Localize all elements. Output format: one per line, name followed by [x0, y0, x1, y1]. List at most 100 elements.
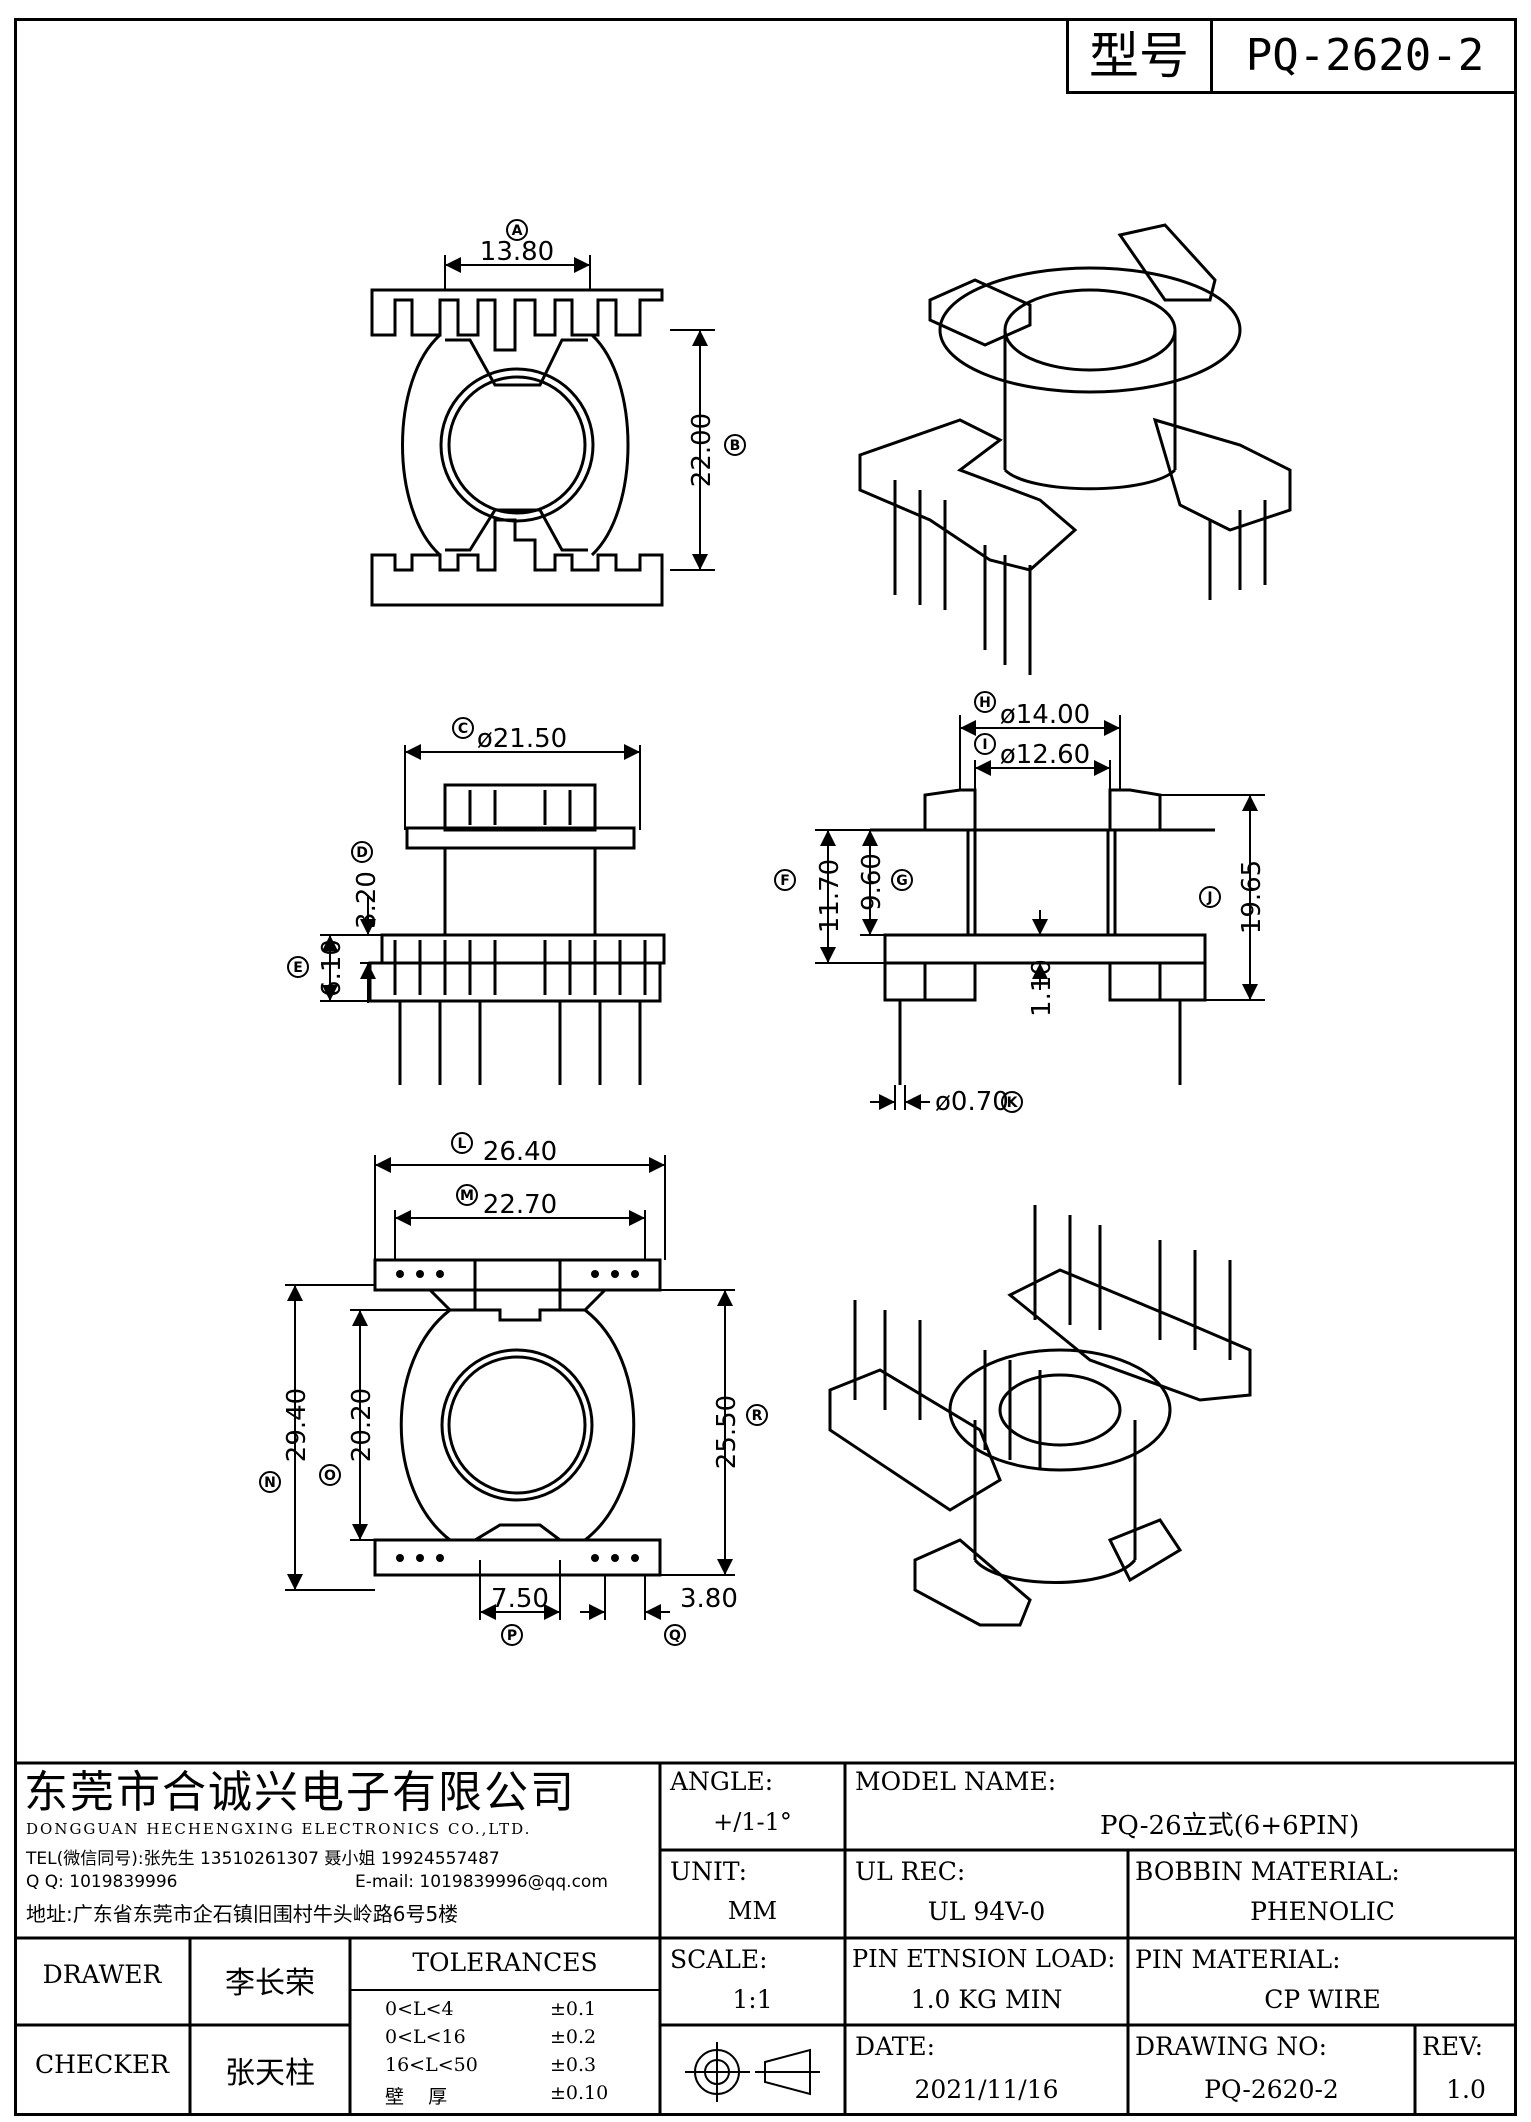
svg-text:I: I — [982, 737, 987, 753]
marker-p: P — [501, 1624, 523, 1646]
tol-value-3: ±0.3 — [550, 2054, 597, 2076]
marker-n: N — [259, 1471, 281, 1493]
company-tel: TEL(微信同号):张先生 13510261307 聂小姐 1992455748… — [26, 1849, 500, 1869]
tol-range-4: 壁 厚 — [385, 2086, 448, 2108]
model-value: PQ-26立式(6+6PIN) — [1100, 1811, 1360, 1841]
company-qq: Q Q: 1019839996 — [26, 1872, 178, 1892]
svg-text:D: D — [356, 845, 368, 861]
dim-q-text: 3.80 — [680, 1584, 738, 1614]
dim-a-text: 13.80 — [480, 237, 554, 267]
angle-label: ANGLE: — [670, 1767, 774, 1796]
svg-text:F: F — [780, 873, 790, 889]
marker-c: C — [452, 717, 474, 739]
unit-label: UNIT: — [670, 1857, 748, 1886]
technical-drawing: 13.80 22.00 ø21.50 3.20 6.10 ø14.00 ø12.… — [259, 219, 1292, 1646]
marker-h: H — [974, 691, 996, 713]
dim-s-text: 1.10 — [1027, 959, 1057, 1017]
svg-text:M: M — [460, 1188, 474, 1204]
pin-load-label: PIN ETNSION LOAD: — [852, 1945, 1116, 1973]
marker-r: R — [746, 1404, 768, 1426]
marker-m: M — [456, 1184, 478, 1206]
tol-value-2: ±0.2 — [550, 2026, 597, 2048]
tol-range-2: 0<L<16 — [385, 2026, 466, 2048]
model-label: MODEL NAME: — [855, 1767, 1057, 1796]
bobbin-label: BOBBIN MATERIAL: — [1135, 1857, 1400, 1886]
rev-value: 1.0 — [1446, 2075, 1486, 2104]
svg-text:C: C — [458, 721, 468, 737]
rev-label: REV: — [1422, 2032, 1484, 2061]
iso-view-bottom — [828, 1205, 1252, 1627]
date-label: DATE: — [855, 2032, 936, 2061]
svg-text:P: P — [507, 1628, 517, 1644]
drawer-label: DRAWER — [42, 1960, 162, 1989]
dim-g-text: 9.60 — [857, 853, 887, 911]
title-box — [1066, 18, 1517, 94]
angle-value: +/1-1° — [713, 1808, 792, 1836]
dim-r-text: 25.50 — [712, 1395, 742, 1469]
dim-m-text: 22.70 — [483, 1190, 557, 1220]
title-label: 型号 — [1089, 27, 1189, 85]
company-email: E-mail: 1019839996@qq.com — [355, 1872, 608, 1892]
marker-k: K — [1001, 1091, 1023, 1113]
drawing-frame — [14, 18, 1517, 2116]
dim-d-text: 3.20 — [352, 871, 382, 929]
pin-load-value: 1.0 KG MIN — [910, 1985, 1063, 2014]
dim-n-text: 29.40 — [282, 1388, 312, 1462]
dim-b-text: 22.00 — [687, 413, 717, 487]
company-name-cn: 东莞市合诚兴电子有限公司 — [24, 1767, 576, 1818]
checker-name: 张天柱 — [225, 2056, 315, 2091]
dim-i-text: ø12.60 — [1000, 740, 1090, 770]
title-box-divider — [1210, 18, 1213, 94]
dim-e-text: 6.10 — [317, 939, 347, 997]
marker-l: L — [451, 1132, 473, 1154]
marker-f: F — [774, 869, 796, 891]
date-value: 2021/11/16 — [914, 2075, 1059, 2104]
tolerances-title: TOLERANCES — [412, 1948, 598, 1977]
checker-label: CHECKER — [34, 2050, 170, 2079]
marker-a: A — [506, 219, 528, 241]
dim-k-text: ø0.70 — [935, 1087, 1009, 1117]
iso-view-top — [858, 223, 1292, 675]
tol-range-3: 16<L<50 — [385, 2054, 478, 2076]
tol-value-1: ±0.1 — [550, 1998, 597, 2020]
svg-text:N: N — [264, 1475, 276, 1491]
svg-text:B: B — [730, 438, 741, 454]
dim-c-text: ø21.50 — [477, 724, 567, 754]
svg-text:R: R — [752, 1408, 763, 1424]
drawing-no-value: PQ-2620-2 — [1204, 2075, 1339, 2104]
scale-value: 1:1 — [732, 1985, 773, 2014]
dim-o-text: 20.20 — [347, 1388, 377, 1462]
top-view — [370, 288, 664, 607]
svg-text:A: A — [512, 223, 523, 239]
marker-d: D — [351, 841, 373, 863]
pin-mat-value: CP WIRE — [1264, 1985, 1381, 2014]
scale-label: SCALE: — [670, 1945, 768, 1974]
tol-value-4: ±0.10 — [550, 2082, 609, 2104]
company-address: 地址:广东省东莞市企石镇旧围村牛头岭路6号5楼 — [26, 1902, 459, 1926]
svg-text:Q: Q — [669, 1628, 681, 1644]
svg-text:O: O — [324, 1468, 336, 1484]
svg-text:L: L — [458, 1136, 467, 1152]
dim-p-text: 7.50 — [491, 1584, 549, 1614]
marker-q: Q — [664, 1624, 686, 1646]
marker-e: E — [287, 956, 309, 978]
marker-j: J — [1199, 886, 1221, 908]
marker-o: O — [319, 1464, 341, 1486]
bobbin-value: PHENOLIC — [1250, 1897, 1395, 1926]
projection-symbol — [685, 2042, 820, 2102]
drawing-no-label: DRAWING NO: — [1135, 2032, 1328, 2061]
pin-mat-label: PIN MATERIAL: — [1135, 1945, 1341, 1974]
drawer-name: 李长荣 — [225, 1966, 315, 2001]
marker-i: I — [974, 733, 996, 755]
ul-value: UL 94V-0 — [927, 1897, 1046, 1926]
dim-j-text: 19.65 — [1237, 860, 1267, 934]
marker-b: B — [724, 434, 746, 456]
svg-text:H: H — [979, 695, 991, 711]
svg-text:G: G — [896, 873, 908, 889]
dim-f-text: 11.70 — [815, 859, 845, 933]
svg-text:E: E — [293, 960, 303, 976]
ul-label: UL REC: — [855, 1857, 966, 1886]
company-name-en: DONGGUAN HECHENGXING ELECTRONICS CO.,LTD… — [26, 1820, 532, 1838]
tol-range-1: 0<L<4 — [385, 1998, 454, 2020]
